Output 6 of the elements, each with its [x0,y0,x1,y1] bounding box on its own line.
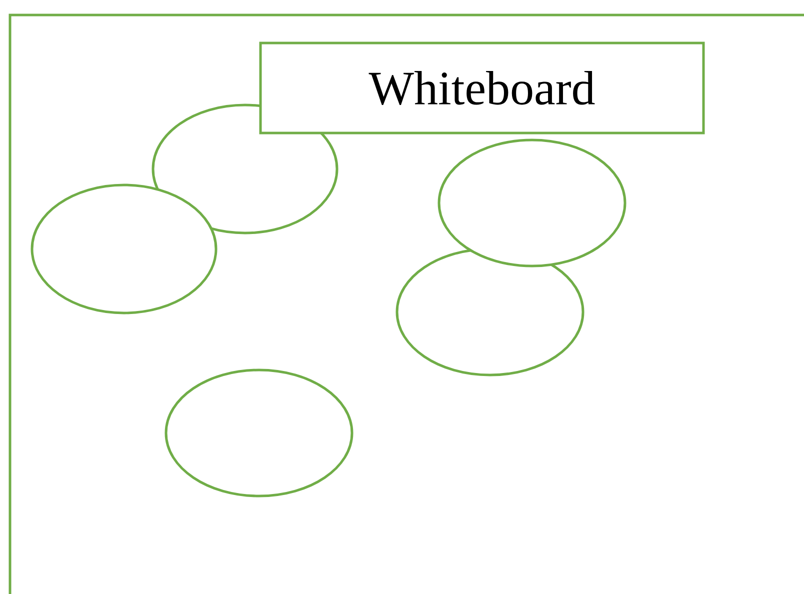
ellipse [152,104,338,234]
ellipse [396,248,584,376]
ellipse [30,184,218,314]
ellipse [438,138,626,268]
text-box: Whiteboard [259,42,705,134]
ellipse [164,368,354,498]
